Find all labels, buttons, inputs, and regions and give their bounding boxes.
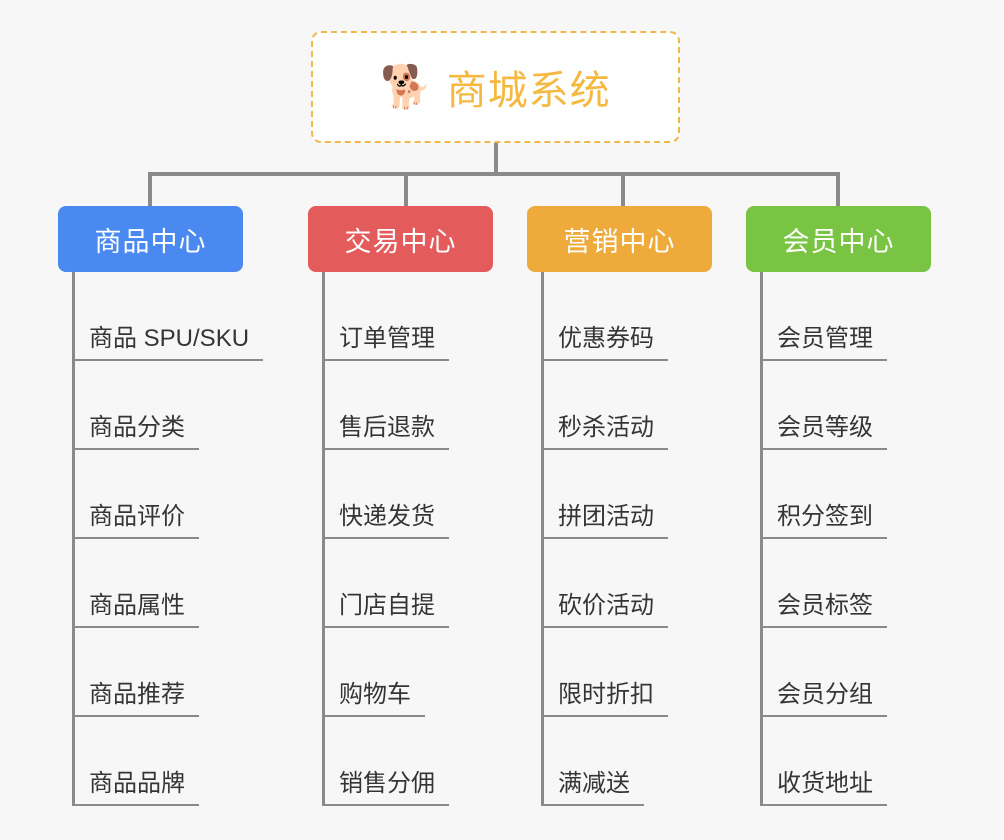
leaf-item-label: 订单管理 xyxy=(325,318,449,361)
connector-spine-marketing-center xyxy=(541,272,544,806)
branch-column-product-center: 商品中心商品 SPU/SKU 商品分类商品评价商品属性商品推荐商品品牌 xyxy=(58,206,264,806)
leaf-item-label: 会员标签 xyxy=(763,585,887,628)
category-label-trade-center: 交易中心 xyxy=(344,226,457,257)
leaf-list-marketing-center: 优惠券码秒杀活动拼团活动砍价活动限时折扣满减送 xyxy=(527,272,712,806)
leaf-item-label: 拼团活动 xyxy=(544,496,668,539)
leaf-item[interactable]: 商品评价 xyxy=(58,450,243,539)
branch-column-member-center: 会员中心会员管理会员等级积分签到会员标签会员分组收货地址 xyxy=(746,206,931,806)
connector-drop-member-center xyxy=(836,172,840,206)
leaf-item[interactable]: 积分签到 xyxy=(746,450,931,539)
leaf-item[interactable]: 商品分类 xyxy=(58,361,243,450)
leaf-item-label: 会员分组 xyxy=(763,674,887,717)
leaf-item-label: 售后退款 xyxy=(325,407,449,450)
leaf-item-label: 满减送 xyxy=(544,763,644,806)
root-node-title: 商城系统 xyxy=(446,69,611,113)
leaf-item[interactable]: 砍价活动 xyxy=(527,539,712,628)
category-box-marketing-center[interactable]: 营销中心 xyxy=(527,206,712,272)
leaf-item-label: 商品分类 xyxy=(75,407,199,450)
leaf-item[interactable]: 收货地址 xyxy=(746,717,931,806)
leaf-item-label: 商品 SPU/SKU xyxy=(75,318,264,361)
leaf-item[interactable]: 秒杀活动 xyxy=(527,361,712,450)
leaf-list-member-center: 会员管理会员等级积分签到会员标签会员分组收货地址 xyxy=(746,272,931,806)
category-box-product-center[interactable]: 商品中心 xyxy=(58,206,243,272)
leaf-item-label: 优惠券码 xyxy=(544,318,668,361)
leaf-item[interactable]: 会员分组 xyxy=(746,628,931,717)
branch-column-marketing-center: 营销中心优惠券码秒杀活动拼团活动砍价活动限时折扣满减送 xyxy=(527,206,712,806)
category-label-marketing-center: 营销中心 xyxy=(563,226,676,257)
leaf-item-label: 销售分佣 xyxy=(325,763,449,806)
leaf-item[interactable]: 售后退款 xyxy=(308,361,493,450)
leaf-item[interactable]: 门店自提 xyxy=(308,539,493,628)
leaf-item-label: 商品评价 xyxy=(75,496,199,539)
leaf-item[interactable]: 商品品牌 xyxy=(58,717,243,806)
root-node-shop-system[interactable]: 🐕 商城系统 xyxy=(311,31,680,143)
leaf-item-label: 商品属性 xyxy=(75,585,199,628)
leaf-item[interactable]: 会员管理 xyxy=(746,272,931,361)
leaf-item-label: 会员管理 xyxy=(763,318,887,361)
leaf-item[interactable]: 满减送 xyxy=(527,717,712,806)
connector-spine-product-center xyxy=(72,272,75,806)
connector-horizontal-bus xyxy=(148,172,836,176)
leaf-item-label: 门店自提 xyxy=(325,585,449,628)
leaf-item-label: 快递发货 xyxy=(325,496,449,539)
leaf-item[interactable]: 优惠券码 xyxy=(527,272,712,361)
leaf-item[interactable]: 商品属性 xyxy=(58,539,243,628)
leaf-item-label: 砍价活动 xyxy=(544,585,668,628)
branch-column-trade-center: 交易中心订单管理售后退款快递发货门店自提购物车销售分佣 xyxy=(308,206,493,806)
connector-drop-marketing-center xyxy=(621,172,625,206)
leaf-item-label: 收货地址 xyxy=(763,763,887,806)
category-box-member-center[interactable]: 会员中心 xyxy=(746,206,931,272)
category-box-trade-center[interactable]: 交易中心 xyxy=(308,206,493,272)
leaf-item[interactable]: 订单管理 xyxy=(308,272,493,361)
leaf-item-label: 商品品牌 xyxy=(75,763,199,806)
leaf-item-label: 秒杀活动 xyxy=(544,407,668,450)
leaf-item[interactable]: 销售分佣 xyxy=(308,717,493,806)
leaf-item[interactable]: 限时折扣 xyxy=(527,628,712,717)
connector-spine-member-center xyxy=(760,272,763,806)
leaf-item[interactable]: 会员等级 xyxy=(746,361,931,450)
connector-drop-product-center xyxy=(148,172,152,206)
leaf-item[interactable]: 会员标签 xyxy=(746,539,931,628)
leaf-item-label: 积分签到 xyxy=(763,496,887,539)
shiba-dog-face-icon: 🐕 xyxy=(380,63,433,110)
category-label-product-center: 商品中心 xyxy=(94,226,207,257)
connector-spine-trade-center xyxy=(322,272,325,806)
connector-drop-trade-center xyxy=(404,172,408,206)
leaf-item[interactable]: 快递发货 xyxy=(308,450,493,539)
leaf-item-label: 限时折扣 xyxy=(544,674,668,717)
leaf-item[interactable]: 拼团活动 xyxy=(527,450,712,539)
leaf-item[interactable]: 购物车 xyxy=(308,628,493,717)
leaf-item-label: 商品推荐 xyxy=(75,674,199,717)
category-label-member-center: 会员中心 xyxy=(782,226,895,257)
leaf-item[interactable]: 商品推荐 xyxy=(58,628,243,717)
leaf-item-label: 会员等级 xyxy=(763,407,887,450)
leaf-item-label: 购物车 xyxy=(325,674,425,717)
leaf-list-product-center: 商品 SPU/SKU 商品分类商品评价商品属性商品推荐商品品牌 xyxy=(58,272,264,806)
leaf-list-trade-center: 订单管理售后退款快递发货门店自提购物车销售分佣 xyxy=(308,272,493,806)
connector-root-stem xyxy=(494,143,498,175)
leaf-item[interactable]: 商品 SPU/SKU xyxy=(58,272,264,361)
